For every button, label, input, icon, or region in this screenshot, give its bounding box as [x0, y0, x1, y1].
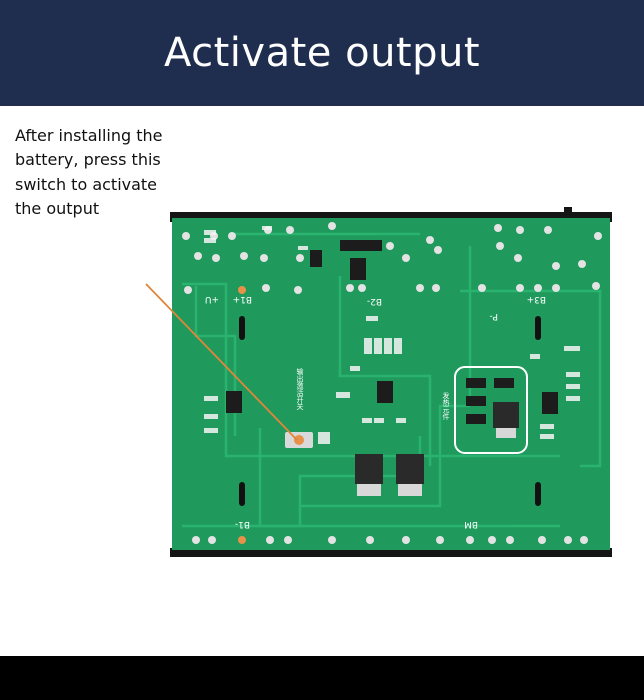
ic-chip — [226, 391, 242, 413]
smd-part — [466, 414, 486, 424]
smd-part — [466, 378, 486, 388]
solder-pads-bottom — [192, 536, 588, 544]
ic-chip — [340, 240, 382, 251]
mosfet-tab — [496, 428, 516, 438]
mosfet — [355, 454, 383, 484]
mosfet-tab — [398, 484, 422, 496]
label-b3-plus: B3+ — [527, 294, 546, 304]
ic-chip — [377, 381, 393, 403]
header-banner: Activate output — [0, 0, 644, 106]
ic-chip — [310, 250, 322, 267]
silkscreen-labels: +U B1+ B2- B3+ P- B1- BM 输出激活开关 发热元件 — [205, 294, 546, 529]
callout-text: After installing the battery, press this… — [15, 126, 163, 219]
smd-part — [494, 378, 514, 388]
switch-button — [294, 435, 304, 445]
slot — [535, 482, 541, 506]
label-p-minus: P- — [490, 311, 498, 321]
ic-chip — [542, 392, 558, 414]
slot — [239, 482, 245, 506]
label-heat-cn: 发热元件 — [442, 391, 450, 421]
label-b2-minus: B2- — [367, 296, 382, 306]
smd-components — [204, 226, 580, 444]
ic-chip — [350, 258, 366, 280]
slot — [239, 316, 245, 340]
slot — [535, 316, 541, 340]
label-b1-plus: B1+ — [233, 294, 252, 304]
solder-pads-top — [182, 222, 602, 294]
heat-zone-outline — [454, 366, 528, 454]
label-b1-minus: B1- — [235, 519, 250, 529]
smd-part — [466, 396, 486, 406]
label-u-plus: +U — [205, 294, 219, 304]
callout-pointer-line — [145, 283, 298, 441]
top-rail — [170, 212, 612, 222]
label-bm: BM — [464, 519, 478, 529]
mosfet — [493, 402, 519, 428]
mosfet-tab — [357, 484, 381, 496]
label-switch-cn: 输出激活开关 — [296, 367, 304, 411]
mosfet — [396, 454, 424, 484]
pcb-board-image: +U B1+ B2- B3+ P- B1- BM 输出激活开关 发热元件 — [145, 207, 612, 557]
copper-vias — [238, 286, 246, 544]
footer-bar — [0, 656, 644, 700]
page-title: Activate output — [163, 30, 481, 76]
bottom-rail — [170, 548, 612, 557]
top-rail-tab — [564, 207, 572, 215]
